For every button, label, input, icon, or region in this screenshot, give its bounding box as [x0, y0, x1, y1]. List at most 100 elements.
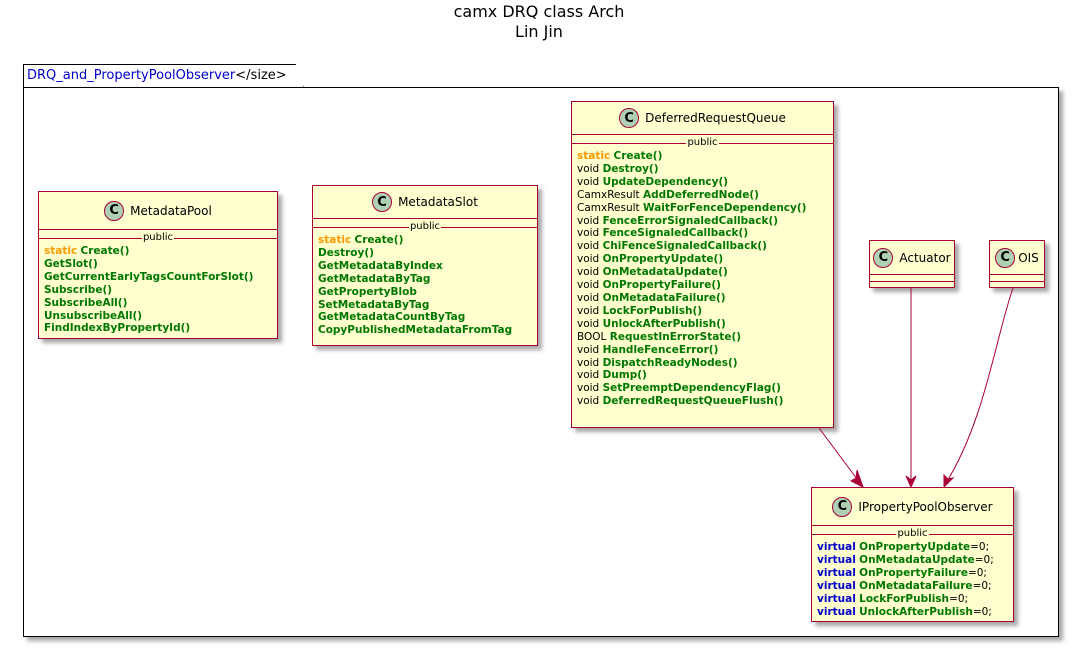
member-name: Destroy() — [602, 162, 659, 175]
member-keyword: virtual — [817, 553, 856, 566]
member-list: static Create()Destroy()GetMetadataByInd… — [313, 233, 537, 337]
class-header: C OIS — [990, 241, 1044, 275]
member-return-type: void — [577, 175, 600, 188]
member-suffix: =0; — [972, 579, 992, 592]
class-circle-icon: C — [372, 192, 393, 212]
member-return-type: void — [577, 162, 600, 175]
member-name: OnPropertyFailure() — [602, 279, 721, 292]
member-3: Subscribe() — [44, 284, 273, 297]
package-name-suffix: </size> — [235, 68, 287, 83]
member-11: void OnMetadataFailure() — [577, 292, 829, 305]
member-name: Destroy() — [318, 246, 374, 259]
member-2: GetCurrentEarlyTagsCountForSlot() — [44, 271, 273, 284]
class-empty-compartment — [870, 275, 954, 282]
member-name: GetSlot() — [44, 257, 98, 270]
member-16: void DispatchReadyNodes() — [577, 357, 829, 370]
member-6: void FenceSignaledCallback() — [577, 227, 829, 240]
member-10: void OnPropertyFailure() — [577, 279, 829, 292]
class-header: C DeferredRequestQueue — [572, 102, 833, 135]
section-label: public — [408, 221, 442, 233]
member-9: void OnMetadataUpdate() — [577, 266, 829, 279]
member-5: UnsubscribeAll() — [44, 310, 273, 323]
member-name: Create() — [80, 245, 130, 257]
member-keyword: static — [577, 150, 611, 162]
member-return-type: void — [577, 343, 600, 356]
member-return-type: void — [577, 240, 600, 253]
member-name: GetMetadataByIndex — [318, 259, 443, 272]
member-name: WaitForFenceDependency() — [643, 201, 807, 214]
member-return-type: BOOL — [577, 330, 607, 343]
arrowhead-actuator — [905, 475, 917, 489]
member-name: GetCurrentEarlyTagsCountForSlot() — [44, 270, 254, 283]
class-name: IPropertyPoolObserver — [858, 499, 993, 514]
member-5: SetMetadataByTag — [318, 299, 533, 312]
member-return-type: void — [577, 369, 600, 382]
member-name: Create() — [613, 150, 663, 162]
member-name: AddDeferredNode() — [643, 188, 759, 201]
section-divider: public — [812, 528, 1013, 540]
member-name: OnPropertyUpdate() — [602, 253, 724, 266]
member-1: virtual OnMetadataUpdate=0; — [817, 554, 1009, 567]
member-return-type: void — [577, 304, 600, 317]
class-iproperty-pool-observer[interactable]: C IPropertyPoolObserver public virtual O… — [811, 487, 1014, 622]
member-4: GetPropertyBlob — [318, 286, 533, 299]
member-name: UnlockAfterPublish() — [602, 317, 726, 330]
member-8: void OnPropertyUpdate() — [577, 253, 829, 266]
member-suffix: =0; — [974, 553, 994, 566]
member-return-type: void — [577, 253, 600, 266]
section-divider: public — [572, 137, 833, 149]
member-2: void UpdateDependency() — [577, 176, 829, 189]
member-keyword: virtual — [817, 579, 856, 592]
member-0: static Create() — [318, 234, 533, 247]
member-1: GetSlot() — [44, 258, 273, 271]
class-actuator[interactable]: C Actuator — [869, 240, 955, 288]
member-name: Subscribe() — [44, 283, 113, 296]
class-deferred-request-queue[interactable]: C DeferredRequestQueue public static Cre… — [571, 101, 834, 428]
class-name: MetadataSlot — [398, 195, 478, 209]
member-return-type: void — [577, 291, 600, 304]
class-metadata-slot[interactable]: C MetadataSlot public static Create()Des… — [312, 185, 538, 346]
member-name: UnsubscribeAll() — [44, 309, 143, 322]
class-circle-icon: C — [873, 247, 894, 268]
member-name: SetMetadataByTag — [318, 298, 430, 311]
section-label: public — [141, 232, 175, 244]
package-tab: DRQ_and_PropertyPoolObserver</size> — [23, 64, 304, 87]
member-name: FindIndexByPropertyId() — [44, 322, 191, 335]
class-circle-icon: C — [104, 200, 125, 221]
member-name: GetMetadataByTag — [318, 272, 431, 285]
member-name: HandleFenceError() — [602, 343, 719, 356]
member-name: LockForPublish — [859, 592, 950, 605]
section-label: public — [686, 137, 719, 149]
member-name: UpdateDependency() — [602, 175, 729, 188]
arrow-ois-to-observer — [945, 287, 1014, 484]
class-ois[interactable]: C OIS — [989, 240, 1045, 288]
member-name: OnPropertyFailure — [859, 566, 968, 579]
member-name: SubscribeAll() — [44, 296, 128, 309]
member-0: virtual OnPropertyUpdate=0; — [817, 541, 1009, 554]
class-name: DeferredRequestQueue — [645, 111, 786, 125]
member-1: Destroy() — [318, 247, 533, 260]
member-keyword: virtual — [817, 592, 856, 605]
class-circle-icon: C — [619, 108, 640, 128]
class-metadata-pool[interactable]: C MetadataPool public static Create()Get… — [38, 191, 278, 339]
arrow-drq-to-observer — [818, 427, 861, 484]
class-header: C Actuator — [870, 241, 954, 275]
member-6: FindIndexByPropertyId() — [44, 322, 273, 335]
member-2: virtual OnPropertyFailure=0; — [817, 567, 1009, 580]
member-3: CamxResult AddDeferredNode() — [577, 189, 829, 202]
member-return-type: void — [577, 382, 600, 395]
member-0: static Create() — [44, 245, 273, 258]
member-return-type: void — [577, 395, 600, 408]
member-name: CopyPublishedMetadataFromTag — [318, 324, 513, 337]
member-name: UnlockAfterPublish — [859, 605, 973, 618]
member-name: GetPropertyBlob — [318, 285, 417, 298]
member-return-type: CamxResult — [577, 201, 640, 214]
member-3: GetMetadataByTag — [318, 273, 533, 286]
member-name: DispatchReadyNodes() — [602, 356, 738, 369]
member-2: GetMetadataByIndex — [318, 260, 533, 273]
member-name: OnPropertyUpdate — [859, 541, 971, 553]
class-name: MetadataPool — [130, 203, 212, 218]
member-name: SetPreemptDependencyFlag() — [602, 382, 781, 395]
member-name: OnMetadataFailure() — [602, 291, 726, 304]
